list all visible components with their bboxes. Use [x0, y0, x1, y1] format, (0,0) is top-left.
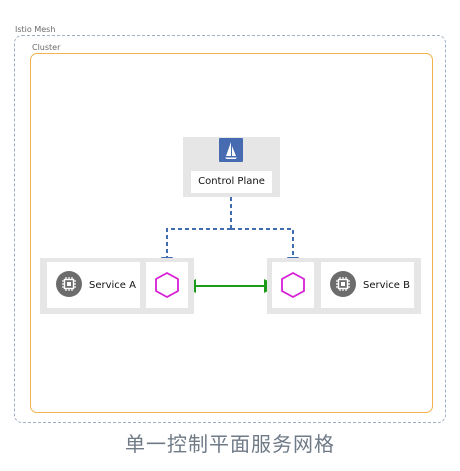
service-a-sidecar-panel	[146, 262, 188, 308]
control-link-to-service-a	[161, 228, 231, 269]
control-plane-label-bg	[191, 171, 272, 193]
service-b-label: Service B	[363, 280, 410, 291]
service-a-label: Service A	[89, 280, 136, 291]
mesh-label: Istio Mesh	[15, 25, 56, 34]
mesh-boundary	[14, 35, 446, 423]
control-plane-label: Control Plane	[198, 176, 265, 187]
service-b-sidecar-panel	[272, 262, 314, 308]
istio-sail-icon	[219, 138, 243, 162]
cluster-label: Cluster	[32, 43, 61, 52]
control-plane-links	[161, 197, 299, 269]
cluster-boundary	[30, 53, 433, 413]
hexagon-proxy-icon	[154, 271, 180, 299]
chip-icon	[56, 271, 82, 297]
chip-icon	[330, 271, 356, 297]
diagram-caption: 单一控制平面服务网格	[125, 432, 335, 456]
control-link-to-service-b	[231, 228, 299, 269]
hexagon-proxy-icon	[280, 271, 306, 299]
